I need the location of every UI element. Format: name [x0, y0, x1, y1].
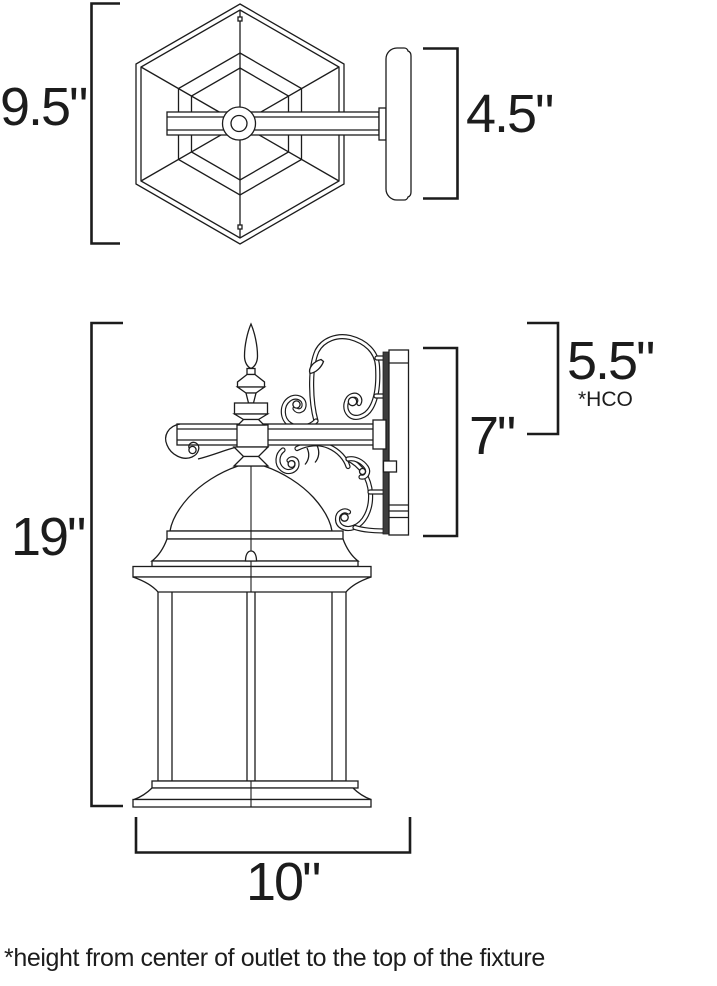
thumb-screw-nub: [244, 550, 258, 562]
finial: [232, 322, 270, 426]
side-view-width-label: 10": [246, 852, 321, 912]
screw-dot-top: [237, 16, 243, 22]
mounting-arm-side: [165, 423, 386, 460]
scroll-bracket-upper: [280, 334, 393, 430]
backplate-tab: [382, 460, 398, 473]
cage-top-cove: [132, 576, 372, 593]
dim-bracket-7: [423, 346, 459, 538]
dim-bracket-4-5: [423, 47, 459, 200]
dim-bracket-10: [134, 817, 412, 854]
roof-rim-band: [166, 530, 344, 540]
mounting-arm-top: [166, 111, 380, 136]
hco-note-label: *HCO: [578, 388, 633, 411]
glass-cage: [157, 592, 347, 782]
top-view-backplate-label: 4.5": [466, 84, 554, 144]
roof-lip: [151, 560, 359, 568]
backplate-side-view: [372, 349, 410, 536]
arm-connector: [378, 107, 387, 141]
top-view-height-label: 9.5": [0, 77, 88, 137]
side-view-height-label: 19": [11, 507, 86, 567]
neck-collar: [232, 446, 270, 467]
roof-cap-band: [132, 565, 372, 578]
side-view-backplate-label: 7": [469, 406, 516, 466]
base-moulding: [132, 780, 372, 808]
center-hub: [221, 106, 257, 141]
side-view-drawing: [90, 321, 560, 854]
scroll-leaf-thorn: [308, 358, 325, 375]
screw-dot-bottom: [237, 224, 243, 230]
arm-hub-block: [236, 424, 269, 448]
backplate-top-view: [385, 47, 412, 201]
top-view-drawing: [90, 2, 459, 245]
hco-dimension-label: 5.5": [567, 331, 655, 391]
arm-wall-flange: [372, 419, 387, 450]
arm-scroll-tip: [165, 423, 200, 459]
dim-bracket-19: [90, 321, 123, 808]
dim-bracket-5-5: [527, 321, 560, 436]
hco-footnote: *height from center of outlet to the top…: [4, 944, 545, 972]
dim-bracket-9-5: [90, 2, 120, 245]
